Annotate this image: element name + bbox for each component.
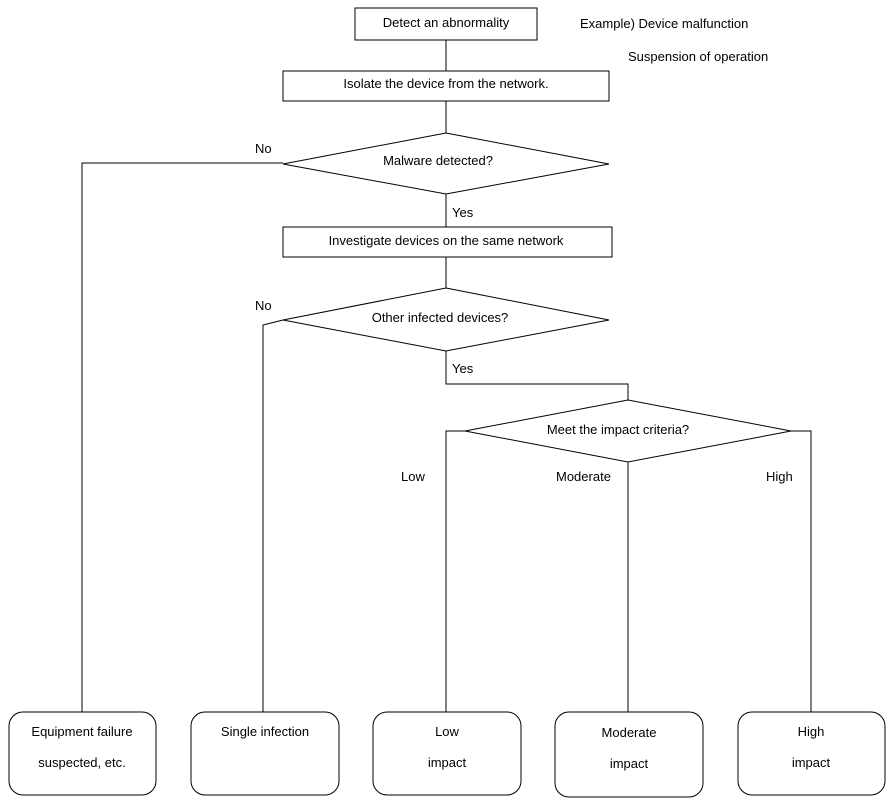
malware-yes-label: Yes — [452, 205, 474, 220]
outcome-line-1: Low — [435, 724, 459, 739]
malware-decision — [282, 132, 610, 195]
connector-other-yes — [445, 351, 629, 400]
outcome-line-1: High — [798, 724, 825, 739]
connector-impact-high — [791, 430, 812, 712]
isolate-box — [282, 70, 610, 102]
connectors — [81, 40, 812, 712]
outcome-single-infection: Single infection — [190, 711, 340, 796]
investigate-box — [282, 226, 613, 258]
impact-question: Meet the impact criteria? — [547, 422, 689, 437]
connector-impact-low — [445, 430, 465, 712]
outcome-box — [737, 711, 886, 796]
malware-question: Malware detected? — [383, 153, 493, 168]
outcome-box — [190, 711, 340, 796]
connector-malware-no — [81, 162, 283, 712]
other-yes-label: Yes — [452, 361, 474, 376]
outcome-high-impact: High impact — [737, 711, 886, 796]
other-devices-question: Other infected devices? — [372, 310, 509, 325]
outcome-line-2: impact — [428, 755, 467, 770]
outcome-low-impact: Low impact — [372, 711, 522, 796]
outcome-line-2: impact — [792, 755, 831, 770]
connector-other-no — [262, 319, 284, 712]
outcome-equipment-failure: Equipment failure suspected, etc. — [8, 711, 157, 796]
outcome-line-1: Single infection — [221, 724, 309, 739]
investigate-label: Investigate devices on the same network — [329, 233, 564, 248]
outcome-line-1: Equipment failure — [31, 724, 132, 739]
outcome-box — [372, 711, 522, 796]
example-note-1: Example) Device malfunction — [580, 16, 748, 31]
outcome-line-1: Moderate — [602, 725, 657, 740]
malware-no-label: No — [255, 141, 272, 156]
example-note-2: Suspension of operation — [628, 49, 768, 64]
outcome-box — [8, 711, 157, 796]
impact-decision — [464, 399, 792, 463]
other-no-label: No — [255, 298, 272, 313]
moderate-branch-label: Moderate — [556, 469, 611, 484]
outcome-box — [554, 711, 704, 798]
outcome-line-2: impact — [610, 756, 649, 771]
other-devices-decision — [282, 287, 610, 352]
isolate-label: Isolate the device from the network. — [343, 76, 548, 91]
low-branch-label: Low — [401, 469, 425, 484]
high-branch-label: High — [766, 469, 793, 484]
detect-label: Detect an abnormality — [383, 15, 510, 30]
outcome-moderate-impact: Moderate impact — [554, 711, 704, 798]
detect-box — [354, 7, 538, 41]
outcome-line-2: suspected, etc. — [38, 755, 125, 770]
